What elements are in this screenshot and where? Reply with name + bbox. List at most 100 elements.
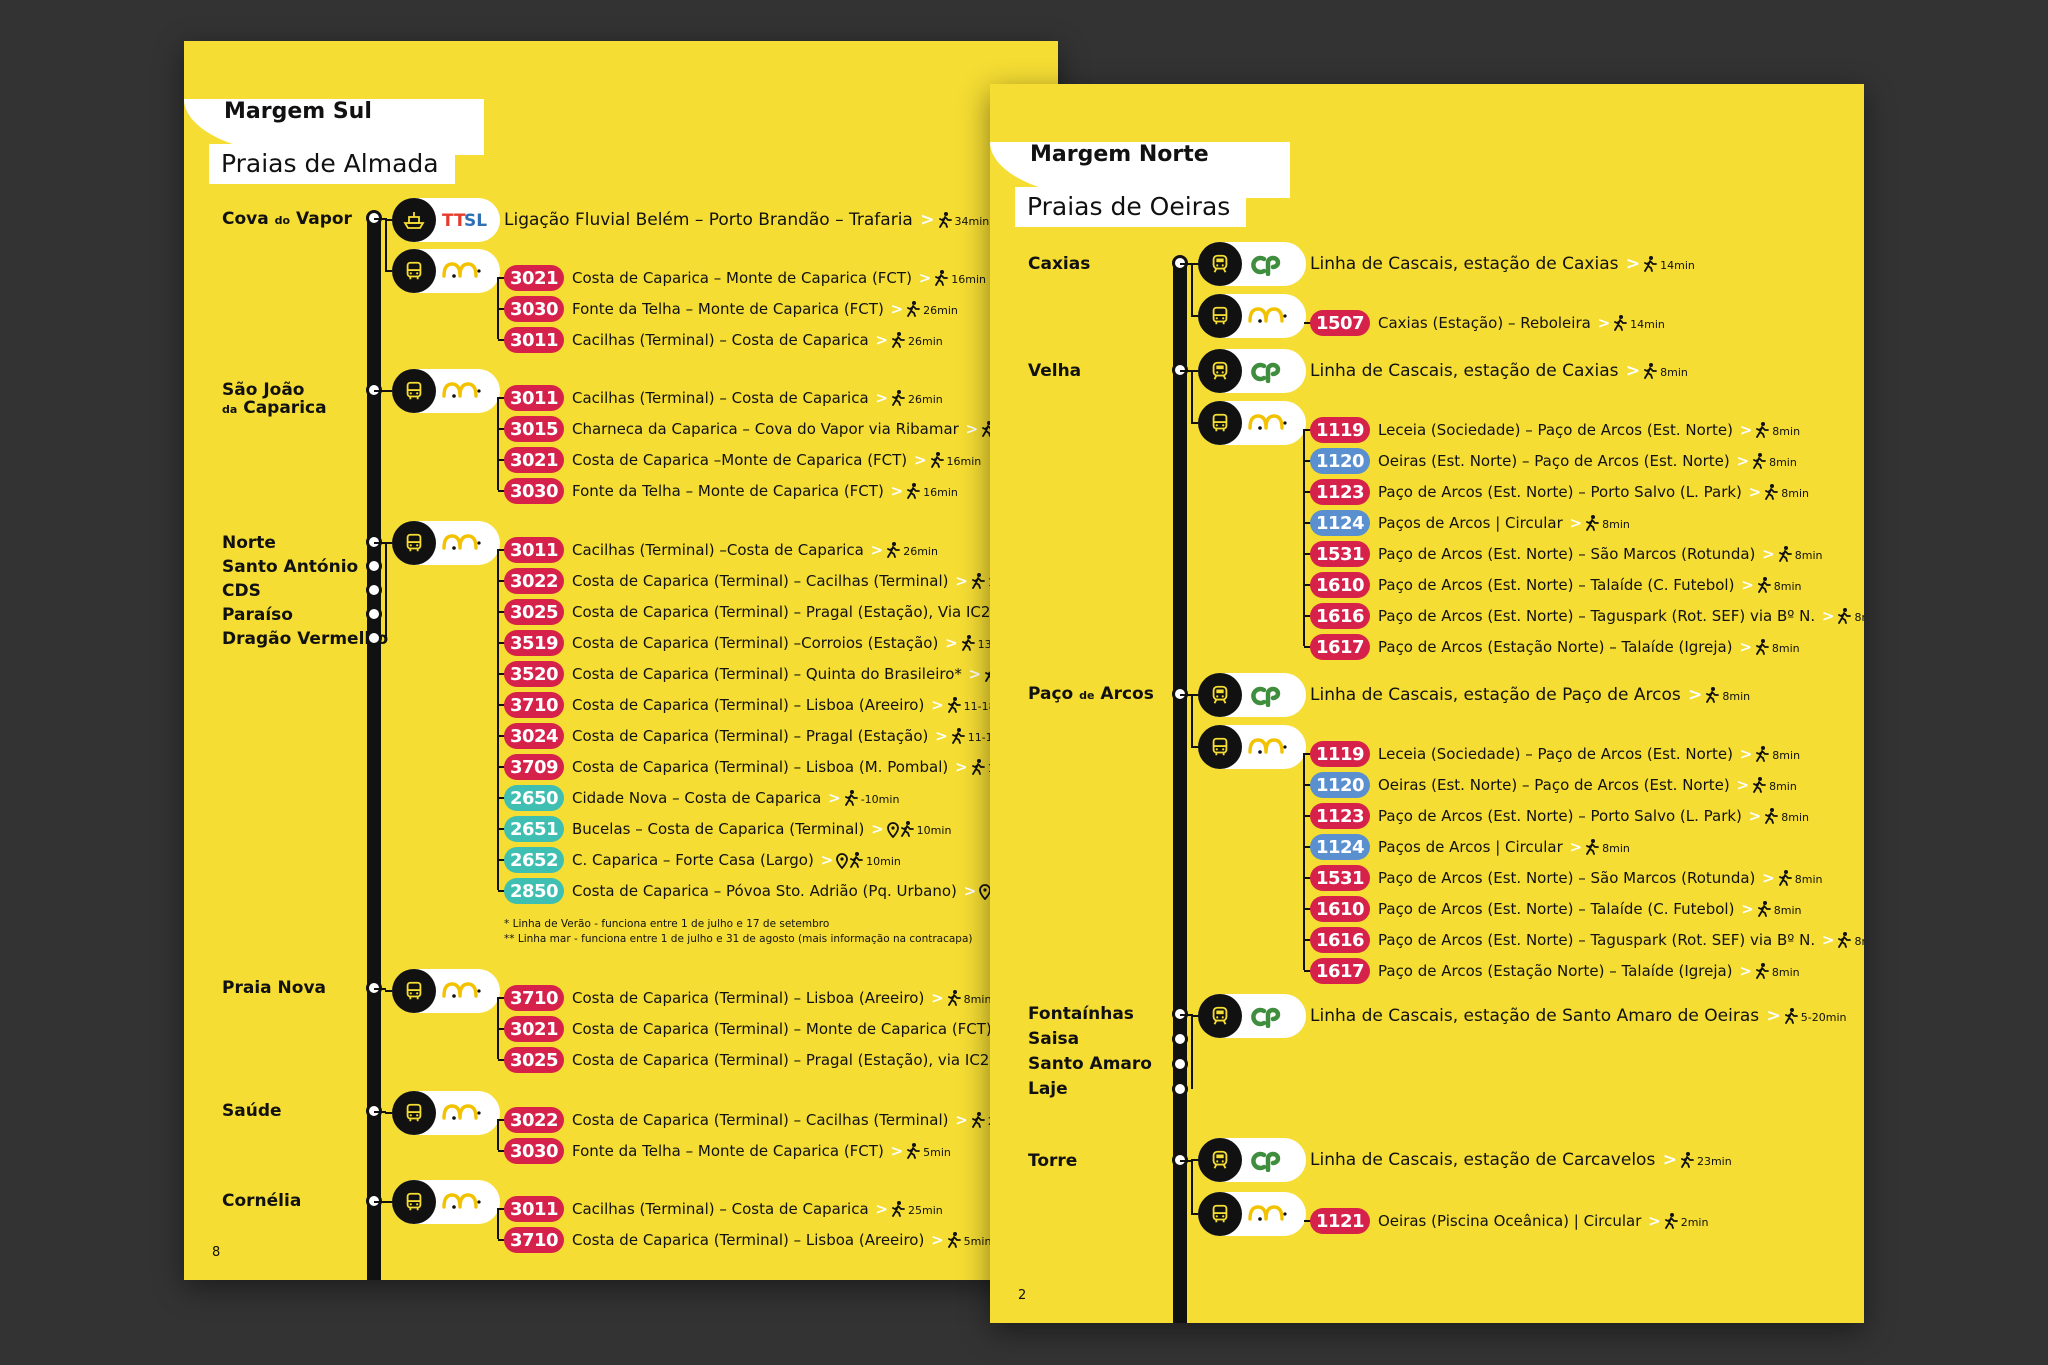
bus-icon xyxy=(392,1091,436,1135)
route-badge[interactable]: 3021 xyxy=(504,447,564,473)
route-connector xyxy=(498,1028,506,1030)
route-badge[interactable]: 3520 xyxy=(504,661,564,687)
train-icon xyxy=(1198,242,1242,286)
route-badge[interactable]: 1124 xyxy=(1310,834,1370,860)
branch-connector xyxy=(374,218,386,220)
route-badge[interactable]: 2650 xyxy=(504,785,564,811)
route-badge[interactable]: 1610 xyxy=(1310,896,1370,922)
walk-icon xyxy=(844,790,858,806)
route-description: Costa de Caparica –Monte de Caparica (FC… xyxy=(572,451,982,469)
route-badge[interactable]: 3709 xyxy=(504,754,564,780)
route-badge[interactable]: 1123 xyxy=(1310,803,1370,829)
route-badge[interactable]: 2850 xyxy=(504,878,564,904)
station-name: Cornélia xyxy=(222,1191,302,1211)
walk-icon xyxy=(1838,608,1852,624)
route-description: Costa de Caparica (Terminal) – Lisboa (A… xyxy=(572,989,992,1007)
station-name: Saúde xyxy=(222,1101,282,1121)
branch-connector xyxy=(1191,1160,1193,1213)
route-description: C. Caparica – Forte Casa (Largo) >10min xyxy=(572,851,901,869)
route-connector xyxy=(498,828,506,830)
route-badge[interactable]: 3011 xyxy=(504,537,564,563)
walk-icon xyxy=(1614,315,1628,331)
route-connector xyxy=(498,428,506,430)
route-badge[interactable]: 1123 xyxy=(1310,479,1370,505)
route-connector xyxy=(498,308,506,310)
route-badge[interactable]: 1531 xyxy=(1310,865,1370,891)
page-margem-sul: Margem Sul Praias de Almada Cova do Vapo… xyxy=(184,41,1058,1280)
station-name: Saisa xyxy=(1028,1029,1080,1049)
route-connector xyxy=(1304,429,1312,431)
walk-icon xyxy=(1765,808,1779,824)
route-badge[interactable]: 1121 xyxy=(1310,1208,1370,1234)
route-badge[interactable]: 1507 xyxy=(1310,310,1370,336)
route-badge[interactable]: 1120 xyxy=(1310,448,1370,474)
route-badge[interactable]: 3030 xyxy=(504,1138,564,1164)
route-badge[interactable]: 1616 xyxy=(1310,927,1370,953)
walk-icon xyxy=(1756,422,1770,438)
route-badge[interactable]: 3011 xyxy=(504,1196,564,1222)
route-badge[interactable]: 2652 xyxy=(504,847,564,873)
route-badge[interactable]: 1124 xyxy=(1310,510,1370,536)
route-badge[interactable]: 3022 xyxy=(504,1107,564,1133)
route-description: Costa de Caparica (Terminal) – Cacilhas … xyxy=(572,568,1023,596)
walk-icon xyxy=(887,542,901,558)
walk-icon xyxy=(1757,901,1771,917)
route-badge[interactable]: 3710 xyxy=(504,985,564,1011)
station-name: Caxias xyxy=(1028,254,1091,274)
walk-icon xyxy=(892,1201,905,1217)
route-badge[interactable]: 1531 xyxy=(1310,541,1370,567)
route-badge[interactable]: 3025 xyxy=(504,1047,564,1073)
page-subtitle: Praias de Almada xyxy=(209,144,455,184)
route-badge[interactable]: 3015 xyxy=(504,416,564,442)
route-description: Oeiras (Piscina Oceânica) | Circular >2m… xyxy=(1378,1212,1709,1230)
carris-metropolitana-logo xyxy=(1248,737,1288,759)
walk-icon xyxy=(938,212,952,228)
route-description: Costa de Caparica (Terminal) – Cacilhas … xyxy=(572,1107,1023,1135)
route-badge[interactable]: 1119 xyxy=(1310,417,1370,443)
route-badge[interactable]: 3030 xyxy=(504,478,564,504)
walk-icon xyxy=(1756,746,1770,762)
service-description: Linha de Cascais, estação de Santo Amaro… xyxy=(1310,1006,1847,1026)
route-badge[interactable]: 1617 xyxy=(1310,958,1370,984)
route-description: Bucelas – Costa de Caparica (Terminal) >… xyxy=(572,820,952,838)
route-badge[interactable]: 3030 xyxy=(504,296,564,322)
route-connector xyxy=(498,580,506,582)
walk-icon xyxy=(1755,963,1769,979)
bus-icon xyxy=(392,521,436,565)
route-badge[interactable]: 3024 xyxy=(504,723,564,749)
route-description: Paço de Arcos (Est. Norte) – São Marcos … xyxy=(1378,545,1823,563)
route-badge[interactable]: 3710 xyxy=(504,692,564,718)
route-connector xyxy=(498,1150,506,1152)
route-badge[interactable]: 3021 xyxy=(504,1016,564,1042)
station-name: da Caparica xyxy=(222,398,327,418)
route-badge[interactable]: 1119 xyxy=(1310,741,1370,767)
route-badge[interactable]: 3519 xyxy=(504,630,564,656)
cp-logo xyxy=(1248,361,1286,383)
route-badge[interactable]: 3710 xyxy=(504,1227,564,1253)
route-badge[interactable]: 3011 xyxy=(504,385,564,411)
route-description: Cacilhas (Terminal) – Costa de Caparica … xyxy=(572,389,943,407)
route-badge[interactable]: 2651 xyxy=(504,816,564,842)
route-badge[interactable]: 3011 xyxy=(504,327,564,353)
route-badge[interactable]: 1120 xyxy=(1310,772,1370,798)
route-badge[interactable]: 3025 xyxy=(504,599,564,625)
route-description: Charneca da Caparica – Cova do Vapor via… xyxy=(572,416,1033,444)
route-connector xyxy=(1304,753,1312,755)
service-description: Linha de Cascais, estação de Caxias >14m… xyxy=(1310,254,1695,274)
station-dot xyxy=(366,558,382,574)
station-dot xyxy=(366,582,382,598)
route-connector xyxy=(498,277,506,279)
route-badge[interactable]: 1616 xyxy=(1310,603,1370,629)
route-badge[interactable]: 1610 xyxy=(1310,572,1370,598)
branch-connector xyxy=(1180,370,1192,372)
route-badge[interactable]: 3022 xyxy=(504,568,564,594)
route-badge[interactable]: 3021 xyxy=(504,265,564,291)
route-description: Costa de Caparica (Terminal) – Pragal (E… xyxy=(572,1047,1058,1075)
station-name: Santo Amaro xyxy=(1028,1054,1152,1074)
route-branch xyxy=(497,1208,499,1239)
walk-icon xyxy=(971,1112,985,1128)
walk-icon xyxy=(1765,484,1779,500)
route-branch xyxy=(497,397,499,490)
route-badge[interactable]: 1617 xyxy=(1310,634,1370,660)
carris-metropolitana-logo xyxy=(442,261,482,283)
